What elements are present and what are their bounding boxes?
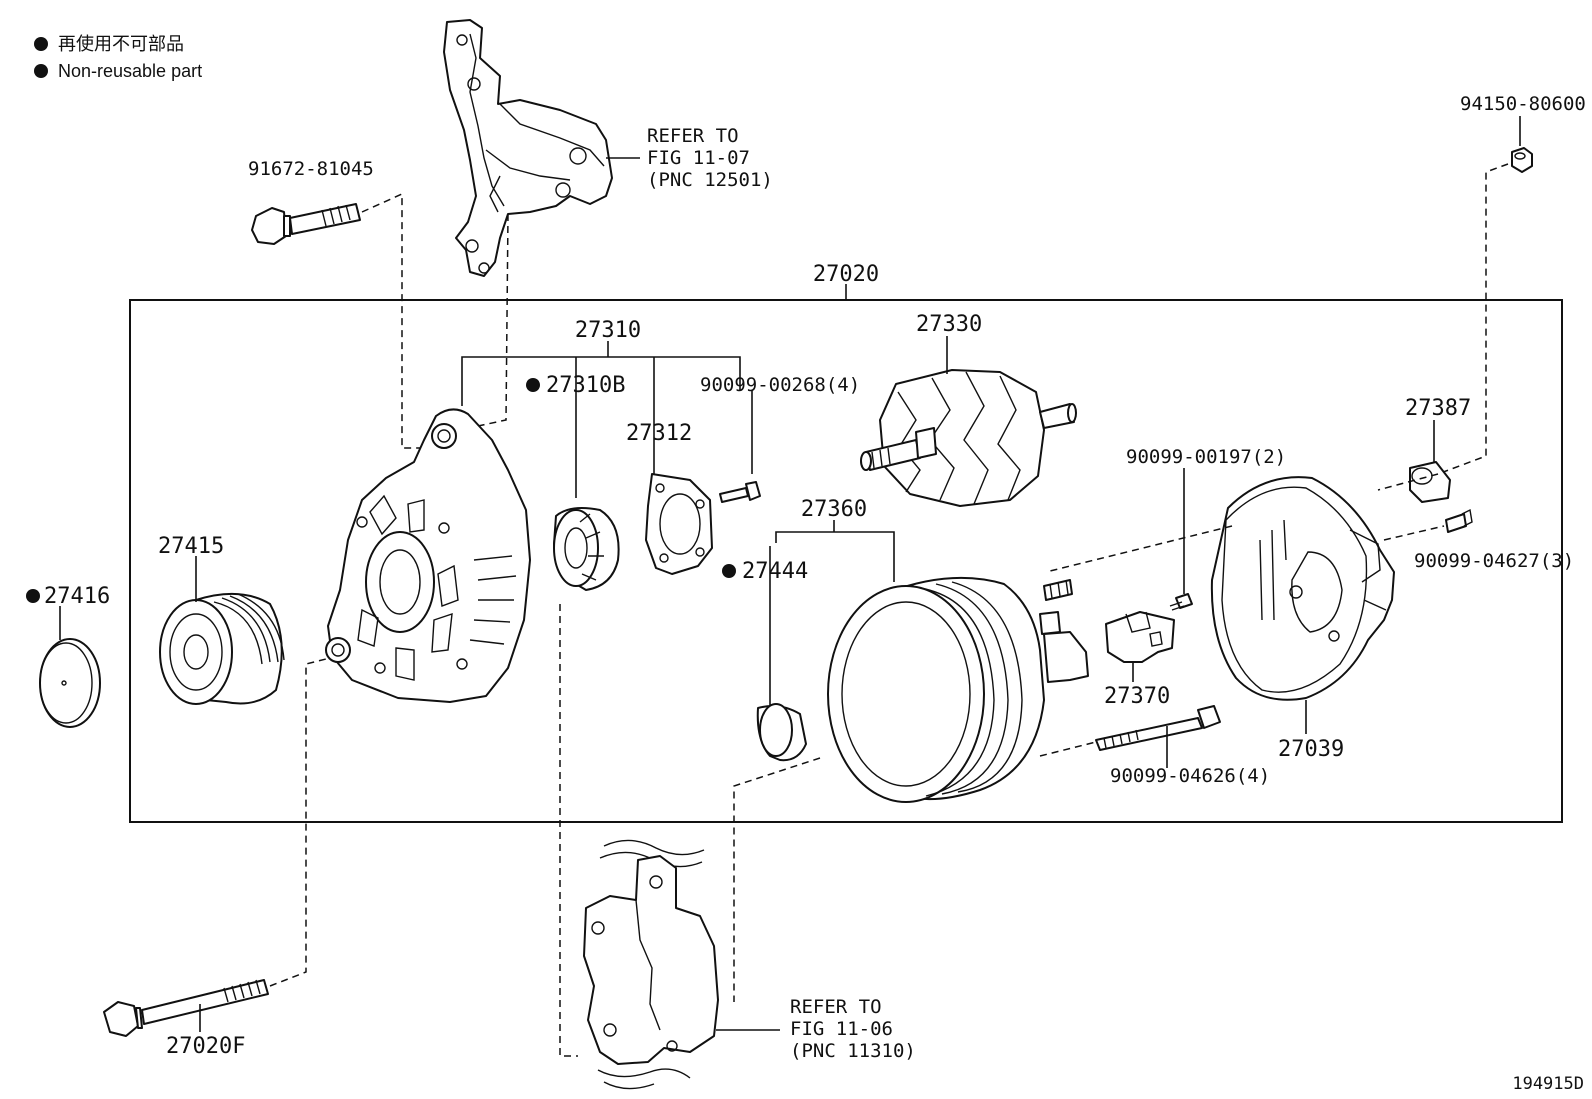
pulley-cap-drawing: [39, 638, 101, 728]
cover-insulator-drawing: [1409, 461, 1451, 503]
brush-holder-drawing: [1105, 611, 1175, 663]
rear-frame-drawing: [827, 576, 1089, 803]
rotor-drawing: [860, 369, 1077, 507]
assembly-label[interactable]: 27020: [813, 262, 879, 287]
callout-collar[interactable]: 27444: [742, 559, 808, 584]
ref-bottom-line2[interactable]: FIG 11-06: [790, 1018, 893, 1040]
callout-brush-holder[interactable]: 27370: [1104, 684, 1170, 709]
callout-cover-insulator[interactable]: 27387: [1405, 396, 1471, 421]
rear-cover-drawing: [1210, 476, 1395, 701]
callout-pulley[interactable]: 27415: [158, 534, 224, 559]
rear-frame-bracket: [775, 531, 895, 582]
rear-screw-drawing: [1445, 508, 1473, 533]
ref-top-line2[interactable]: FIG 11-07: [647, 147, 750, 169]
legend: 再使用不可部品 Non-reusable part: [34, 34, 202, 81]
bracket-to-frame-path: [477, 213, 509, 427]
pulley-drawing: [159, 592, 285, 705]
rear-screw-path: [1383, 525, 1445, 541]
callout-rear-screw[interactable]: 90099-04627(3): [1414, 550, 1574, 572]
drive-end-frame-drawing: [325, 408, 531, 703]
frame-to-lower-bracket-path: [559, 604, 578, 1057]
collar-non-reusable-dot-icon: [722, 564, 736, 578]
upper-bracket-drawing: [443, 19, 613, 277]
mounting-bolt-bottom-drawing: [103, 979, 269, 1037]
mounting-bolt-top-drawing: [251, 203, 361, 245]
nut-path: [1437, 163, 1509, 475]
callout-nut[interactable]: 94150-80600: [1460, 93, 1586, 115]
bolt-bottom-path: [269, 657, 331, 987]
ref-top-line1[interactable]: REFER TO: [647, 125, 739, 147]
rear-cover-to-frame-path: [1045, 525, 1233, 573]
retainer-screw-drawing: [719, 481, 761, 503]
ref-bottom-line3[interactable]: (PNC 11310): [790, 1040, 916, 1062]
callout-pulley-cap[interactable]: 27416: [44, 584, 110, 609]
rear-frame-to-lower-bracket-path: [733, 757, 821, 1002]
callout-rear-frame[interactable]: 27360: [801, 497, 867, 522]
bearing-drawing: [553, 507, 620, 591]
retainer-plate-drawing: [645, 473, 713, 575]
bolt-top-path: [361, 192, 432, 449]
callout-through-bolt[interactable]: 90099-04626(4): [1110, 765, 1270, 787]
frame-group-bracket: [461, 356, 741, 406]
ref-top-line3[interactable]: (PNC 12501): [647, 169, 773, 191]
legend-en: Non-reusable part: [58, 61, 202, 81]
insulator-path: [1377, 473, 1439, 491]
brush-screw-drawing: [1169, 593, 1193, 611]
callout-bolt-top[interactable]: 91672-81045: [248, 158, 374, 180]
bearing-non-reusable-dot-icon: [526, 378, 540, 392]
callout-frame-group[interactable]: 27310: [575, 318, 641, 343]
callout-bearing[interactable]: 27310B: [546, 373, 625, 398]
collar-drawing: [756, 703, 807, 762]
non-reusable-dot-icon: [34, 37, 48, 51]
pulley-cap-non-reusable-dot-icon: [26, 589, 40, 603]
callout-bolt-bottom[interactable]: 27020F: [166, 1034, 245, 1059]
non-reusable-dot-icon: [34, 64, 48, 78]
through-bolt-drawing: [1095, 705, 1221, 751]
figure-code: 194915D: [1512, 1074, 1584, 1094]
legend-jp: 再使用不可部品: [58, 34, 184, 54]
callout-rear-cover[interactable]: 27039: [1278, 737, 1344, 762]
ref-bottom-line1[interactable]: REFER TO: [790, 996, 882, 1018]
callout-rotor[interactable]: 27330: [916, 312, 982, 337]
nut-top-right-drawing: [1511, 147, 1533, 173]
callout-brush-screw[interactable]: 90099-00197(2): [1126, 446, 1286, 468]
callout-retainer-screw[interactable]: 90099-00268(4): [700, 374, 860, 396]
through-bolt-path: [1039, 741, 1097, 757]
callout-retainer[interactable]: 27312: [626, 421, 692, 446]
lower-bracket-drawing: [583, 839, 719, 1090]
